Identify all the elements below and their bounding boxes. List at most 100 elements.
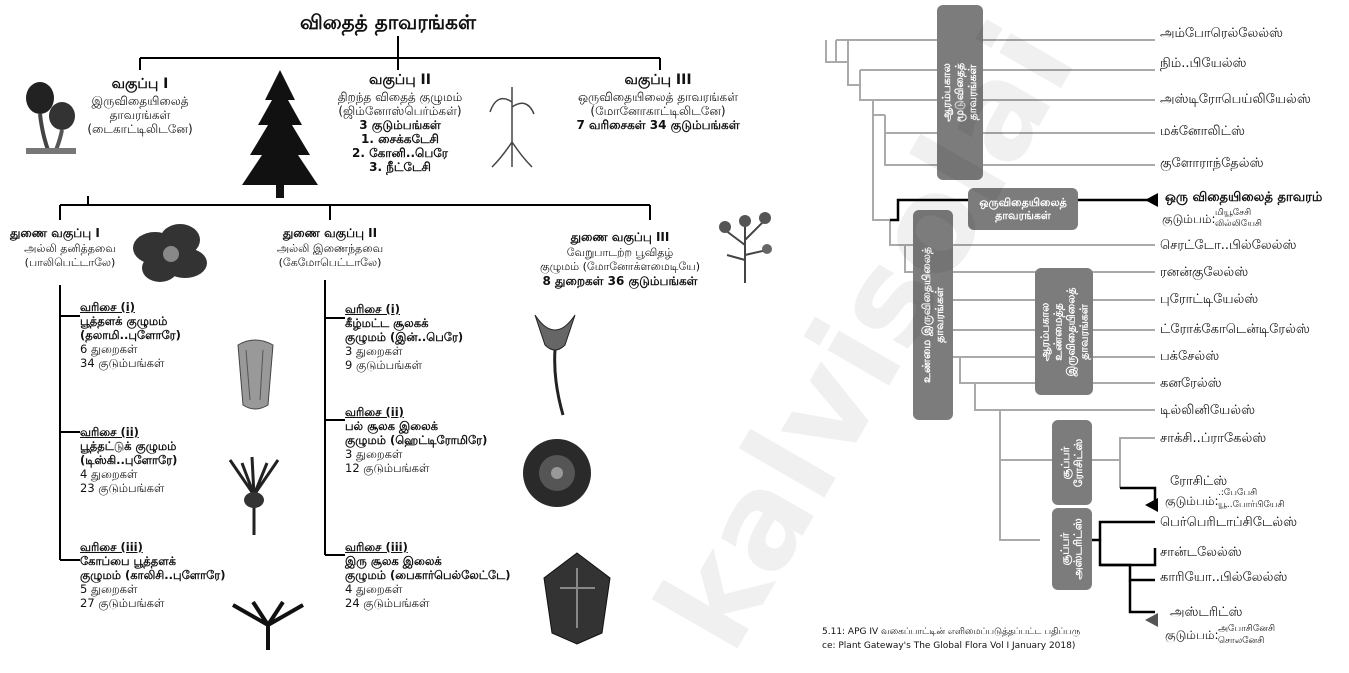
order-dilleniales: டில்லினியேல்ஸ்: [1160, 403, 1255, 419]
s2-series-2-line-4: 12 குடும்பங்கள்: [345, 461, 487, 475]
s1-series-1-line-3: 6 துறைகள்: [80, 342, 181, 356]
super-asterids-line-1: சூப்பர்: [1059, 518, 1072, 579]
subclass-3-block: துணை வகுப்பு III வேறுபாடற்ற பூவிதழ் குழு…: [525, 230, 715, 288]
s2-series-2: வரிசை (ii) பல் சூலக இலைக் குழுமம் (ஹெட்ட…: [345, 405, 487, 475]
order-caryophyllales: காரியோ..பில்லேல்ஸ்: [1160, 570, 1287, 586]
monocot-family-2: லில்லியேசி: [1215, 219, 1262, 229]
s2-series-2-line-3: 3 துறைகள்: [345, 447, 487, 461]
class-2-heading: வகுப்பு II: [325, 72, 475, 90]
basal-angiosperms-label: ஆரம்பகால மூடுவிதைத் தாவரங்கள்: [941, 63, 980, 122]
early-eudicots-line-3: இருவிதையிலைத்: [1064, 287, 1077, 376]
figure-caption: 5.11: APG IV வகைப்பாட்டின் எளிமைப்படுத்த…: [822, 627, 1080, 638]
class-2-line-6: 3. நீட்டேசி: [325, 160, 475, 174]
super-asterids-box: சூப்பர் அஸ்டரிட்ஸ்: [1052, 508, 1092, 590]
class-2-line-1: திறந்த விதைத் குழுமம்: [325, 90, 475, 104]
order-nymphaeales: நிம்..பியேல்ஸ்: [1160, 56, 1246, 72]
order-berberidopsidales: பெர்பெரிடாப்சிடேல்ஸ்: [1160, 515, 1297, 531]
order-asterids: அஸ்டரிட்ஸ்: [1170, 605, 1242, 621]
basal-box-line-2: மூடுவிதைத்: [954, 63, 967, 122]
subclass-1-line-2: (பாலிபெட்டாலே): [10, 256, 130, 270]
monocot-family-label: குடும்பம்:: [1162, 212, 1216, 228]
s2-series-3-line-3: 4 துறைகள்: [345, 582, 511, 596]
seed-plants-title: விதைத் தாவரங்கள்: [300, 10, 476, 37]
class-1-line-2: தாவரங்கள்: [80, 108, 200, 122]
s1-series-1-line-4: 34 குடும்பங்கள்: [80, 356, 181, 370]
subclass-1-line-1: அல்லி தனித்தவை: [10, 242, 130, 256]
eudicots-box: உண்மை இருவிதையிலைத் தாவரங்கள்: [913, 210, 953, 420]
asterid-family-2: சொலனேசி: [1218, 636, 1264, 646]
s2-series-1-line-3: 3 துறைகள்: [345, 344, 463, 358]
order-gunnerales: கனரேல்ஸ்: [1160, 376, 1222, 392]
s1-series-2: வரிசை (ii) பூத்தட்டுக் குழுமம் (டிஸ்கி..…: [80, 425, 177, 495]
s2-series-2-line-1: பல் சூலக இலைக்: [345, 419, 487, 433]
s1-series-3-line-4: 27 குடும்பங்கள்: [80, 596, 226, 610]
s1-series-3-line-2: குழுமம் (காலிசி..புளோரே): [80, 568, 226, 582]
basal-angiosperms-box: ஆரம்பகால மூடுவிதைத் தாவரங்கள்: [937, 5, 983, 180]
subclass-2-block: துணை வகுப்பு II அல்லி இணைந்தவை (கேமோபெட்…: [255, 226, 405, 270]
s1-series-2-line-2: (டிஸ்கி..புளோரே): [80, 453, 177, 467]
class-2-block: வகுப்பு II திறந்த விதைத் குழுமம் (ஜிம்னோ…: [325, 72, 475, 174]
order-amborellales: அம்போரெல்லேல்ஸ்: [1160, 26, 1283, 42]
super-rosids-box: சூப்பர் ரோசிட்ஸ்: [1052, 420, 1092, 505]
s2-series-1-heading: வரிசை (i): [345, 302, 463, 316]
s2-series-1-line-4: 9 குடும்பங்கள்: [345, 358, 463, 372]
eudicots-label: உண்மை இருவிதையிலைத் தாவரங்கள்: [920, 247, 946, 383]
eudicots-box-line-2: தாவரங்கள்: [933, 247, 946, 383]
hibiscus-flower-illustration: [125, 218, 215, 288]
class-3-block: வகுப்பு III ஒருவிதையிலைத் தாவரங்கள் (மோன…: [553, 72, 763, 132]
class-2-line-3: 3 குடும்பங்கள்: [325, 118, 475, 132]
rosid-family-1: .:பேபேசி: [1218, 488, 1257, 498]
order-ceratophyllales: செரட்டோ..பில்லேல்ஸ்: [1160, 238, 1296, 254]
figure-source: ce: Plant Gateway's The Global Flora Vol…: [822, 641, 1075, 651]
monocot-plant-illustration: [482, 82, 542, 172]
asterid-family-1: அபோசினேசி: [1218, 624, 1275, 634]
inferae-flower-illustration: [525, 310, 585, 420]
order-austrobaileyales: அஸ்டிரோபெய்லியேல்ஸ்: [1160, 92, 1311, 108]
class-3-heading: வகுப்பு III: [553, 72, 763, 90]
s2-series-3: வரிசை (iii) இரு சூலக இலைக் குழுமம் (பைகா…: [345, 540, 511, 610]
class-2-line-5: 2. கோனி..பெரே: [325, 146, 475, 160]
class-2-line-4: 1. சைக்கடேசி: [325, 132, 475, 146]
s1-series-3-heading: வரிசை (iii): [80, 540, 226, 554]
eudicots-box-line-1: உண்மை இருவிதையிலைத்: [920, 247, 933, 383]
monocots-box-line-1: ஒருவிதையிலைத்: [979, 196, 1067, 209]
monocots-box: ஒருவிதையிலைத் தாவரங்கள்: [968, 188, 1078, 230]
subclass-1-heading: துணை வகுப்பு I: [10, 226, 130, 242]
order-buxales: பக்சேல்ஸ்: [1160, 349, 1219, 365]
s2-series-1: வரிசை (i) கீழ்மட்ட சூலகக் குழுமம் (இன்..…: [345, 302, 463, 372]
dicot-plant-illustration: [22, 78, 80, 156]
subclass-3-line-3: 8 துறைகள் 36 குடும்பங்கள்: [525, 274, 715, 288]
super-rosids-line-2: ரோசிட்ஸ்: [1072, 438, 1085, 486]
disciflorae-flower-illustration: [222, 455, 287, 540]
order-santalales: சான்டலேல்ஸ்: [1160, 545, 1242, 561]
early-eudicots-line-2: உண்மைத்த: [1051, 287, 1064, 376]
super-rosids-label: சூப்பர் ரோசிட்ஸ்: [1059, 438, 1085, 486]
pine-tree-illustration: [240, 70, 320, 200]
super-asterids-label: சூப்பர் அஸ்டரிட்ஸ்: [1059, 518, 1085, 579]
s1-series-3-line-3: 5 துறைகள்: [80, 582, 226, 596]
order-saxifragales: சாக்சி..ப்ராகேல்ஸ்: [1160, 431, 1266, 447]
s1-series-1-heading: வரிசை (i): [80, 300, 181, 314]
early-eudicots-line-4: தாவரங்கள்: [1077, 287, 1090, 376]
basal-box-line-3: தாவரங்கள்: [967, 63, 980, 122]
s2-series-2-line-2: குழுமம் (ஹெட்டிரோமிரே): [345, 433, 487, 447]
bicarpellatae-flower-illustration: [540, 548, 615, 648]
subclass-3-line-1: வேறுபாடற்ற பூவிதழ்: [525, 246, 715, 260]
order-magnoliids: மக்னோலிட்ஸ்: [1160, 124, 1245, 140]
s1-series-2-heading: வரிசை (ii): [80, 425, 177, 439]
super-asterids-line-2: அஸ்டரிட்ஸ்: [1072, 518, 1085, 579]
monocot-plant-label: ஒரு விதையிலைத் தாவரம்: [1165, 190, 1322, 206]
class-2-line-2: (ஜிம்னோஸ்பெர்ம்கள்): [325, 104, 475, 118]
monocots-box-line-2: தாவரங்கள்: [979, 209, 1067, 222]
subclass-3-line-2: குழுமம் (மோனோக்ளமைடியே): [525, 260, 715, 274]
order-ranunculales: ரனன்குலேல்ஸ்: [1160, 265, 1248, 281]
s2-series-3-line-1: இரு சூலக இலைக்: [345, 554, 511, 568]
basal-box-line-1: ஆரம்பகால: [941, 63, 954, 122]
order-trochodendrales: ட்ரோக்கோடென்டிரேல்ஸ்: [1160, 322, 1310, 338]
subclass-3-heading: துணை வகுப்பு III: [525, 230, 715, 246]
s1-series-2-line-3: 4 துறைகள்: [80, 467, 177, 481]
s1-series-3-line-1: கோப்பை பூத்தளக்: [80, 554, 226, 568]
class-1-heading: வகுப்பு I: [80, 76, 200, 94]
class-1-line-1: இருவிதையிலைத்: [80, 94, 200, 108]
thalamiflorae-flower-illustration: [228, 335, 283, 415]
